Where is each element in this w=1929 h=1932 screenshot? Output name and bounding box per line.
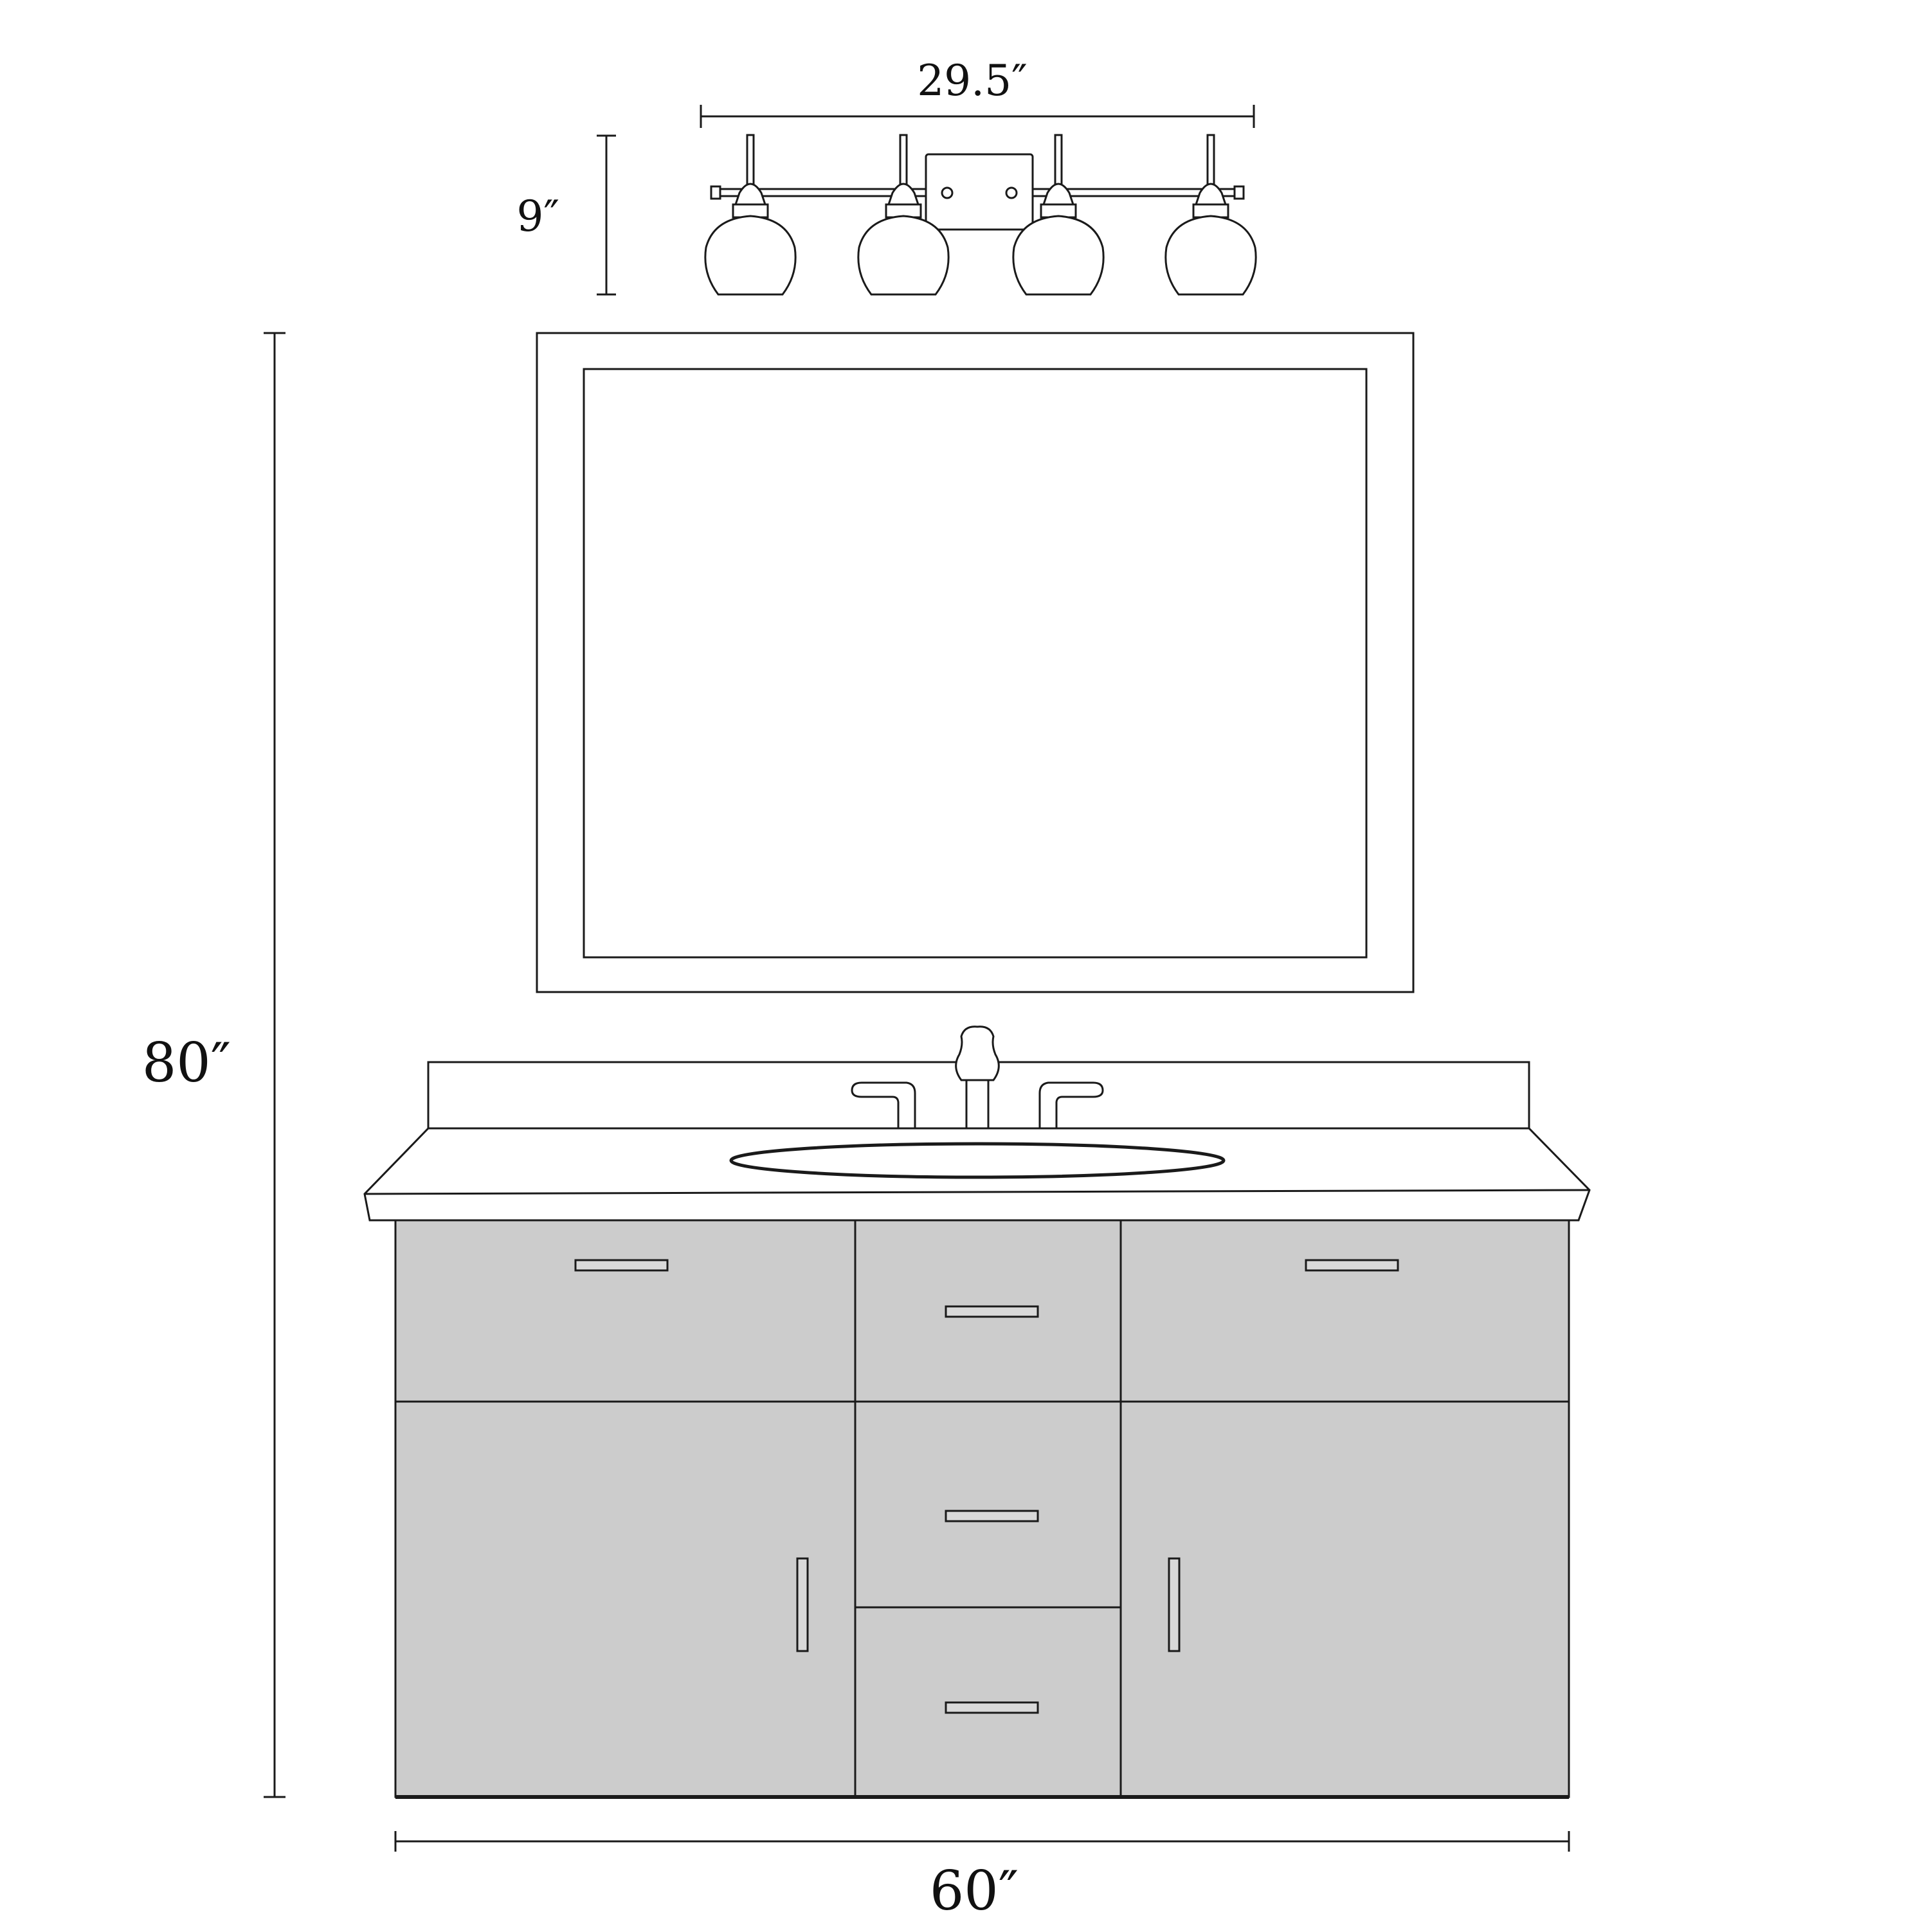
mirror-glass <box>583 368 1368 959</box>
overall-height-label: 80″ <box>142 1031 231 1094</box>
fixture-globe-1 <box>704 134 797 296</box>
overall-height-dimension <box>264 332 285 1798</box>
faucet-handle-right <box>1038 1081 1104 1130</box>
vanity-light-fixture <box>704 134 1257 296</box>
fixture-height-label: 9″ <box>516 192 559 241</box>
pull-top-right <box>1305 1259 1399 1272</box>
fixture-globe-4 <box>1164 134 1257 296</box>
top-left-drawer <box>394 1219 856 1403</box>
pull-left-door <box>796 1557 809 1652</box>
vanity-width-dimension <box>394 1831 1570 1852</box>
left-door <box>394 1400 856 1798</box>
sink-basin <box>729 1142 1226 1179</box>
faucet-spout <box>965 1079 990 1130</box>
pull-top-left <box>574 1259 669 1272</box>
fixture-height-dimension <box>597 134 616 296</box>
mirror <box>536 332 1415 993</box>
pull-center-top <box>945 1305 1039 1318</box>
pull-center-middle <box>945 1510 1039 1522</box>
fixture-globe-3 <box>1012 134 1105 296</box>
fixture-backplate <box>925 153 1034 231</box>
fixture-width-label: 29.5″ <box>917 56 1028 105</box>
faucet-handle-left <box>851 1081 916 1130</box>
faucet <box>851 1025 1104 1130</box>
pull-right-door <box>1168 1557 1181 1652</box>
pull-center-bottom <box>945 1701 1039 1714</box>
vanity-width-label: 60″ <box>930 1859 1019 1922</box>
fixture-width-dimension <box>700 105 1255 128</box>
right-door <box>1119 1400 1570 1798</box>
center-middle-drawer <box>854 1400 1122 1609</box>
fixture-globe-2 <box>857 134 950 296</box>
top-right-drawer <box>1119 1219 1570 1403</box>
vanity-cabinet <box>394 1219 1570 1799</box>
